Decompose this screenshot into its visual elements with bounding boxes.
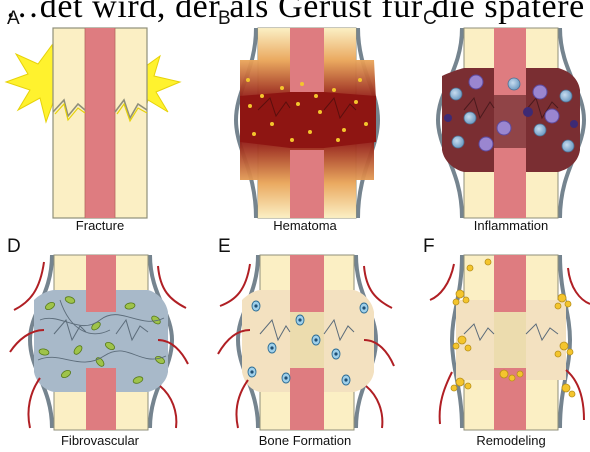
panel-caption: Fracture [76, 218, 124, 233]
panel-caption: Bone Formation [259, 433, 352, 448]
panel-caption: Inflammation [474, 218, 548, 233]
bone-shaft [438, 28, 584, 218]
bone-shaft [430, 255, 590, 430]
bone-shaft [10, 255, 188, 430]
bone-shaft [53, 28, 147, 218]
panel-letter: E [218, 236, 231, 257]
panel-a: A Fracture [6, 8, 180, 233]
panel-letter: F [423, 236, 435, 257]
panel-c: C [423, 8, 584, 233]
panel-d: D [7, 236, 188, 448]
panel-caption: Hematoma [273, 218, 337, 233]
panel-f: F [423, 236, 590, 448]
panel-e: E [218, 236, 394, 448]
panel-letter: B [218, 8, 231, 29]
panel-letter: C [423, 8, 437, 29]
bone-shaft [236, 28, 378, 218]
bone-shaft [218, 255, 394, 430]
panel-letter: D [7, 236, 21, 257]
panel-caption: Fibrovascular [61, 433, 140, 448]
panel-caption: Remodeling [476, 433, 545, 448]
panel-b: B [218, 8, 378, 233]
panel-letter: A [7, 8, 20, 29]
